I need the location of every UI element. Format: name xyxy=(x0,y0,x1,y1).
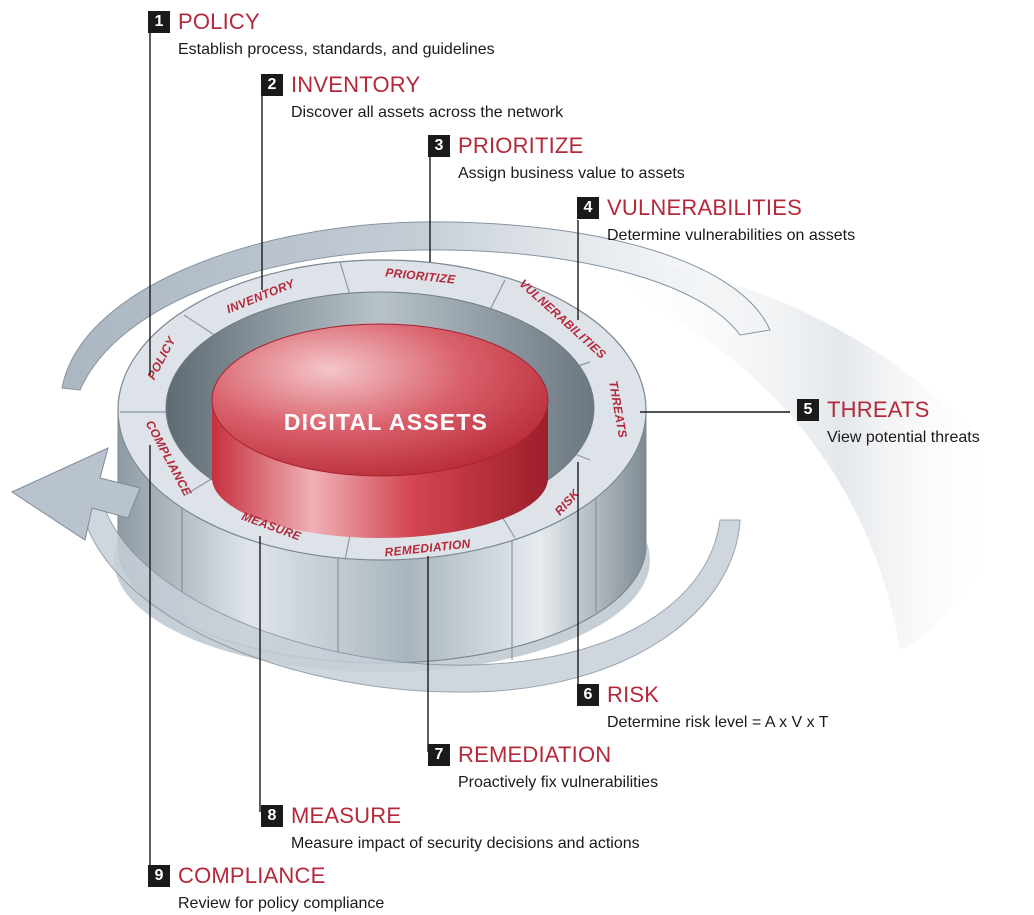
step-description: View potential threats xyxy=(827,429,980,446)
step-description: Proactively fix vulnerabilities xyxy=(458,774,659,791)
leader-lines xyxy=(149,32,790,872)
step-title: PRIORITIZE xyxy=(458,133,584,158)
step-policy: 1 POLICY Establish process, standards, an… xyxy=(148,9,495,61)
step-title: THREATS xyxy=(827,397,930,422)
step-compliance: 9 COMPLIANCE Review for policy compliance xyxy=(148,863,384,915)
step-description: Discover all assets across the network xyxy=(291,104,564,121)
step-description: Establish process, standards, and guidel… xyxy=(178,41,495,58)
step-title: COMPLIANCE xyxy=(178,863,326,888)
cycle-arrow-top-arc xyxy=(61,221,771,391)
cylinder-rim xyxy=(211,323,549,477)
step-title: REMEDIATION xyxy=(458,742,612,767)
step-number-badge: 9 xyxy=(148,865,170,887)
step-number-badge: 4 xyxy=(577,197,599,219)
step-title: INVENTORY xyxy=(291,72,421,97)
step-description: Assign business value to assets xyxy=(458,165,685,182)
step-number-badge: 5 xyxy=(797,399,819,421)
step-measure: 8 MEASURE Measure impact of security deci… xyxy=(261,803,640,855)
step-threats: 5 THREATS View potential threats xyxy=(797,397,980,449)
step-number-badge: 2 xyxy=(261,74,283,96)
center-label-digital-assets: DIGITAL ASSETS xyxy=(284,409,488,435)
step-description: Determine vulnerabilities on assets xyxy=(607,227,856,244)
step-number-badge: 7 xyxy=(428,744,450,766)
step-title: VULNERABILITIES xyxy=(607,195,802,220)
step-title: MEASURE xyxy=(291,803,402,828)
step-description: Determine risk level = A x V x T xyxy=(607,714,829,731)
step-vulnerabilities: 4 VULNERABILITIES Determine vulnerabiliti… xyxy=(577,195,855,247)
step-title: RISK xyxy=(607,682,660,707)
step-remediation: 7 REMEDIATION Proactively fix vulnerabili… xyxy=(428,742,658,794)
cycle-arrow-front-arc xyxy=(79,480,741,693)
step-number-badge: 1 xyxy=(148,11,170,33)
step-number-badge: 8 xyxy=(261,805,283,827)
step-description: Measure impact of security decisions and… xyxy=(291,835,640,852)
step-inventory: 2 INVENTORY Discover all assets across th… xyxy=(261,72,563,124)
step-title: POLICY xyxy=(178,9,260,34)
cycle-arrow-head xyxy=(10,447,141,541)
step-risk: 6 RISK Determine risk level = A x V x T xyxy=(577,682,829,734)
step-description: Review for policy compliance xyxy=(178,895,385,912)
cylinder-top xyxy=(212,324,548,476)
step-number-badge: 3 xyxy=(428,135,450,157)
motion-sweep-shading xyxy=(600,255,1002,650)
step-prioritize: 3 PRIORITIZE Assign business value to ass… xyxy=(428,133,685,185)
step-number-badge: 6 xyxy=(577,684,599,706)
